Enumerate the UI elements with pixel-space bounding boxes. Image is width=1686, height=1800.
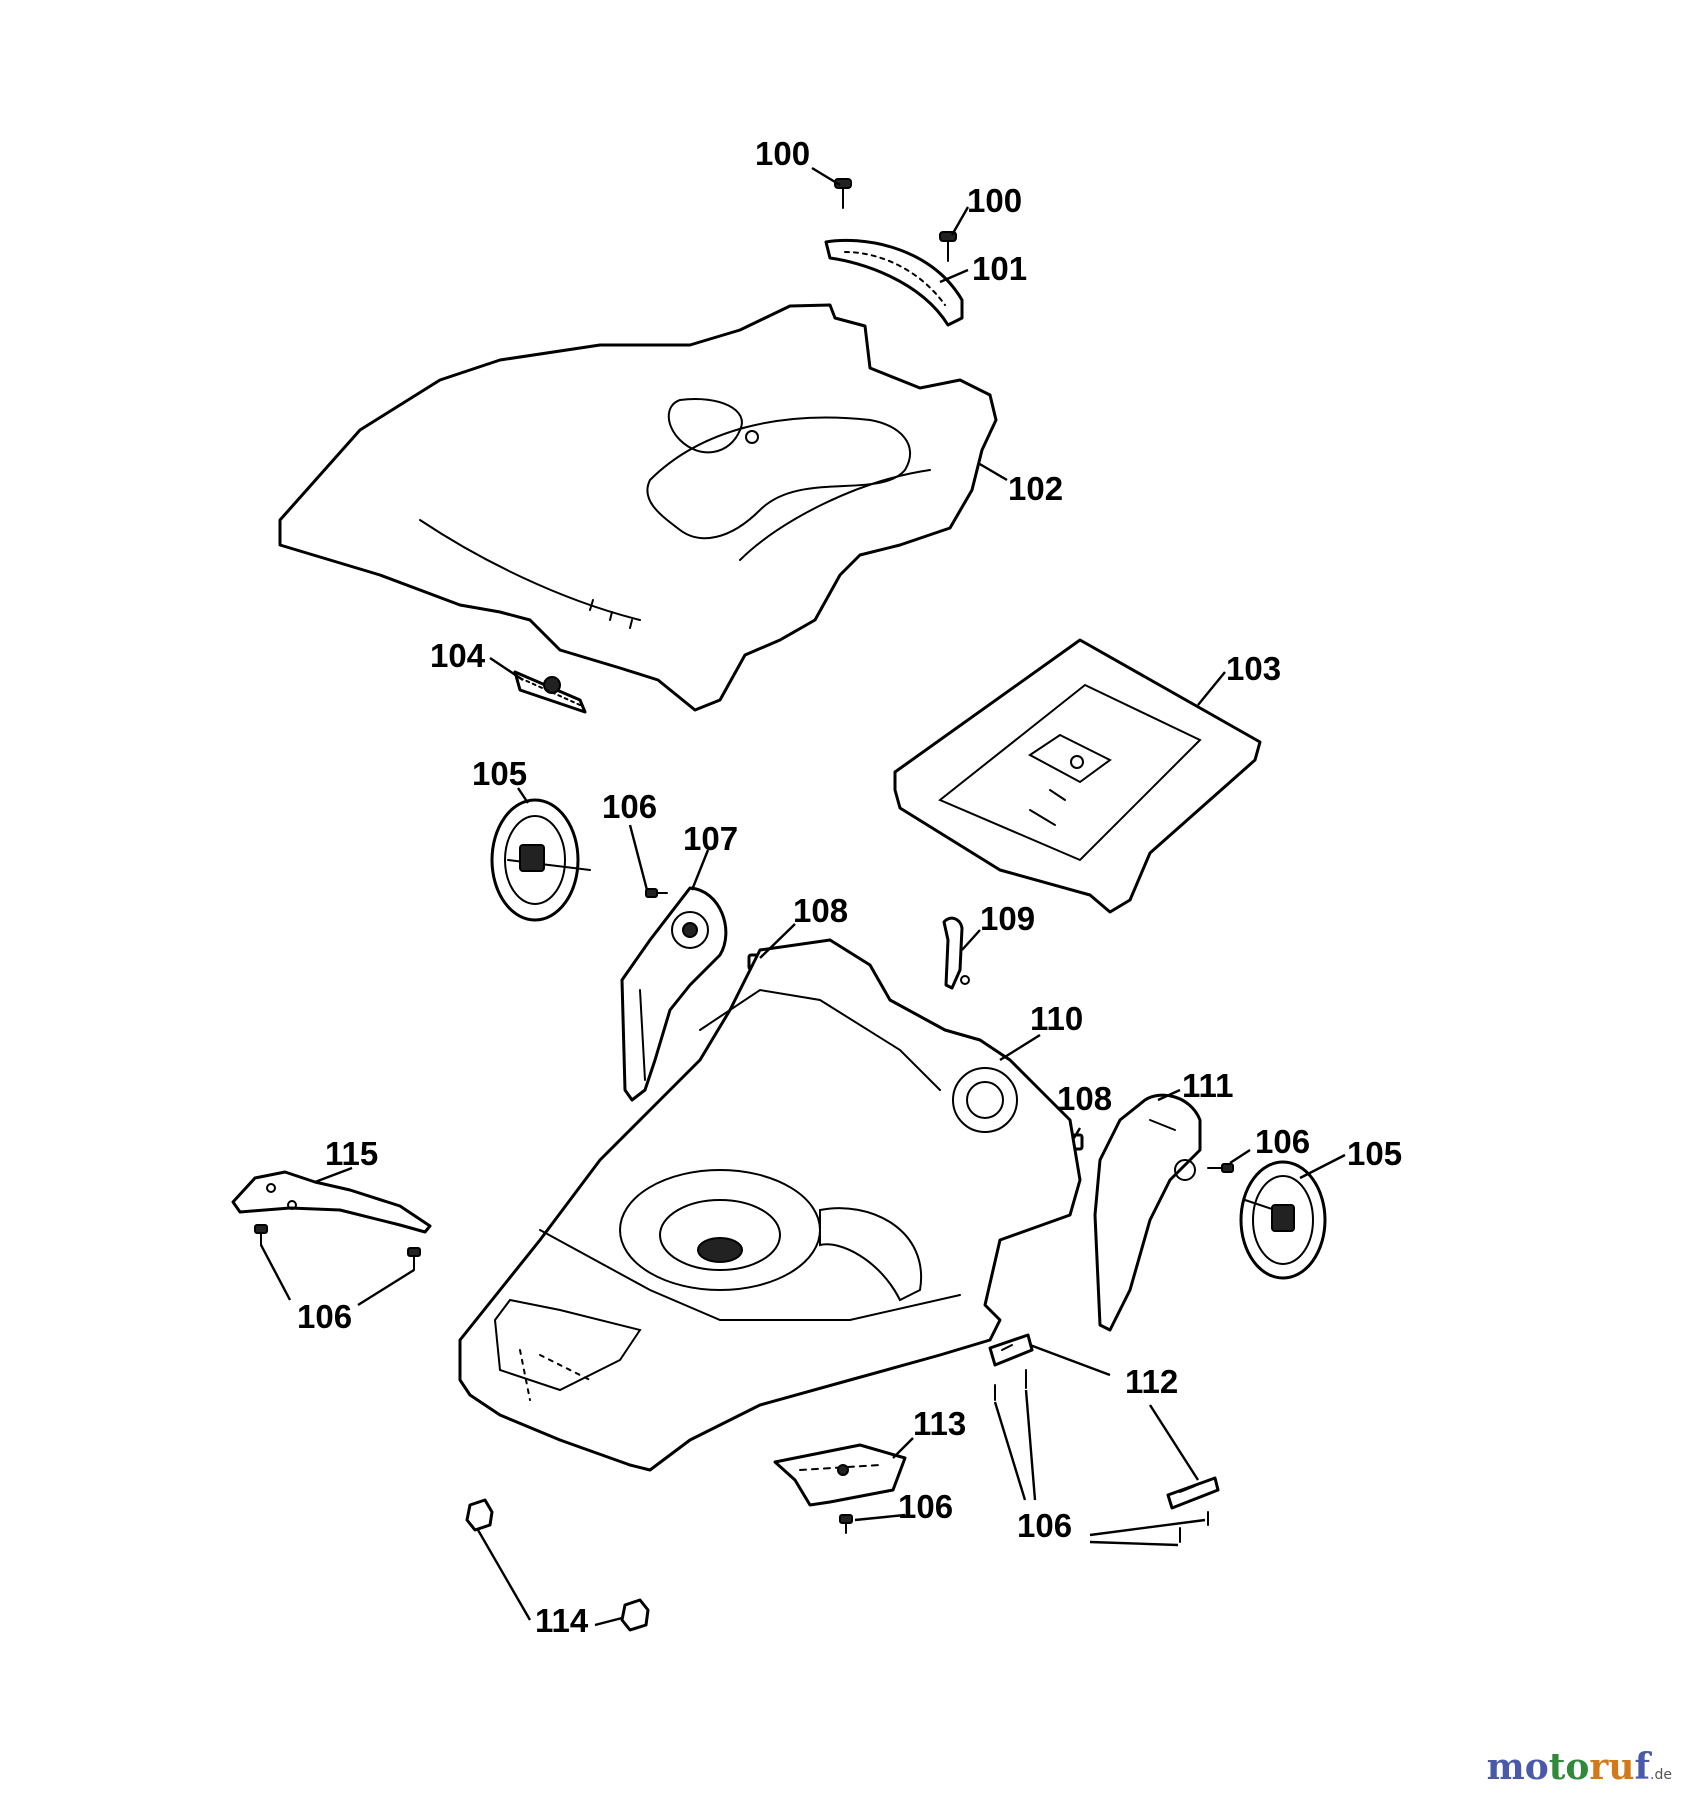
callout-100-a: 100 [755, 135, 810, 172]
callout-107: 107 [683, 820, 738, 857]
callout-106-d: 106 [898, 1488, 953, 1525]
screw-106-a[interactable] [645, 888, 668, 898]
callout-100-b: 100 [967, 182, 1022, 219]
leader-114-a [476, 1529, 532, 1621]
clip-114-a[interactable] [465, 1498, 494, 1532]
leader-102 [977, 461, 1008, 482]
callout-105-a: 105 [472, 755, 527, 792]
callout-115: 115 [325, 1135, 378, 1172]
leader-105b [1299, 1153, 1346, 1180]
leader-106e-4 [1089, 1540, 1179, 1547]
height-adjuster-111[interactable] [1093, 1093, 1202, 1332]
leader-114-b [594, 1616, 623, 1627]
leader-101 [939, 268, 969, 284]
leader-106b [1229, 1148, 1251, 1165]
wheel-105-right[interactable] [1239, 1160, 1327, 1280]
leader-100a [811, 166, 841, 187]
motoruf-logo: motoruf.de [1487, 1746, 1672, 1788]
screw-106-c[interactable] [254, 1224, 268, 1246]
safety-key-109[interactable] [942, 916, 970, 990]
callout-104: 104 [430, 637, 486, 674]
bracket-112-b[interactable] [1166, 1476, 1220, 1510]
logo-part-4: f [1634, 1746, 1651, 1788]
leader-107 [690, 849, 710, 891]
leader-106d [854, 1513, 906, 1522]
screw-106-e[interactable] [994, 1369, 1209, 1543]
callout-109: 109 [980, 900, 1035, 937]
side-plate-115[interactable] [231, 1170, 432, 1234]
top-cover-102[interactable] [278, 303, 998, 712]
leader-115 [314, 1166, 353, 1184]
logo-tld: .de [1650, 1767, 1672, 1783]
callout-106-b: 106 [1255, 1123, 1310, 1160]
callout-101: 101 [972, 250, 1027, 287]
callout-105-b: 105 [1347, 1135, 1402, 1172]
clip-114-b[interactable] [620, 1598, 650, 1632]
leader-111 [1157, 1088, 1181, 1102]
leader-112-b [1148, 1404, 1200, 1481]
leader-106e-2 [1024, 1389, 1037, 1501]
screw-106-f[interactable] [839, 1514, 853, 1534]
leader-106a [628, 824, 649, 891]
leader-113 [892, 1437, 914, 1459]
leader-106e-3 [1089, 1518, 1206, 1537]
callout-111: 111 [1182, 1067, 1233, 1104]
callout-114: 114 [535, 1602, 589, 1639]
screw-100-b[interactable] [939, 231, 957, 262]
screw-106-d[interactable] [407, 1247, 421, 1271]
height-adjuster-107[interactable] [620, 886, 728, 1102]
battery-cover-103[interactable] [893, 638, 1262, 914]
logo-part-3: ru [1589, 1746, 1635, 1788]
leader-104 [489, 657, 524, 681]
leader-106c-1 [259, 1244, 292, 1301]
leader-100b [950, 206, 970, 236]
callout-112: 112 [1125, 1363, 1178, 1400]
callout-106-a: 106 [602, 788, 657, 825]
handle-grip-101[interactable] [824, 238, 964, 327]
leader-110 [999, 1033, 1041, 1062]
callout-108-a: 108 [793, 892, 848, 929]
callout-110: 110 [1030, 1000, 1083, 1037]
callout-102: 102 [1008, 470, 1063, 507]
flap-113[interactable] [773, 1443, 907, 1507]
leader-105a [517, 787, 529, 804]
mower-housing-110[interactable] [458, 938, 1082, 1472]
callout-113: 113 [913, 1405, 966, 1442]
callout-103: 103 [1226, 650, 1281, 687]
hinge-104[interactable] [513, 670, 587, 714]
leader-109 [961, 929, 981, 951]
bracket-112-a[interactable] [988, 1333, 1034, 1367]
leader-106c-2 [357, 1268, 415, 1307]
wheel-105-left[interactable] [490, 798, 591, 922]
leader-108b [1072, 1127, 1082, 1139]
screw-106-b[interactable] [1207, 1163, 1234, 1173]
callout-106-c: 106 [297, 1298, 352, 1335]
leader-108a [759, 923, 796, 959]
leader-103 [1197, 671, 1226, 706]
leader-106e-1 [993, 1401, 1027, 1501]
leader-112-a [1029, 1343, 1111, 1377]
callout-106-e: 106 [1017, 1507, 1072, 1544]
logo-part-1: mo [1486, 1746, 1549, 1788]
logo-part-2: to [1548, 1746, 1590, 1788]
callout-108-b: 108 [1057, 1080, 1112, 1117]
